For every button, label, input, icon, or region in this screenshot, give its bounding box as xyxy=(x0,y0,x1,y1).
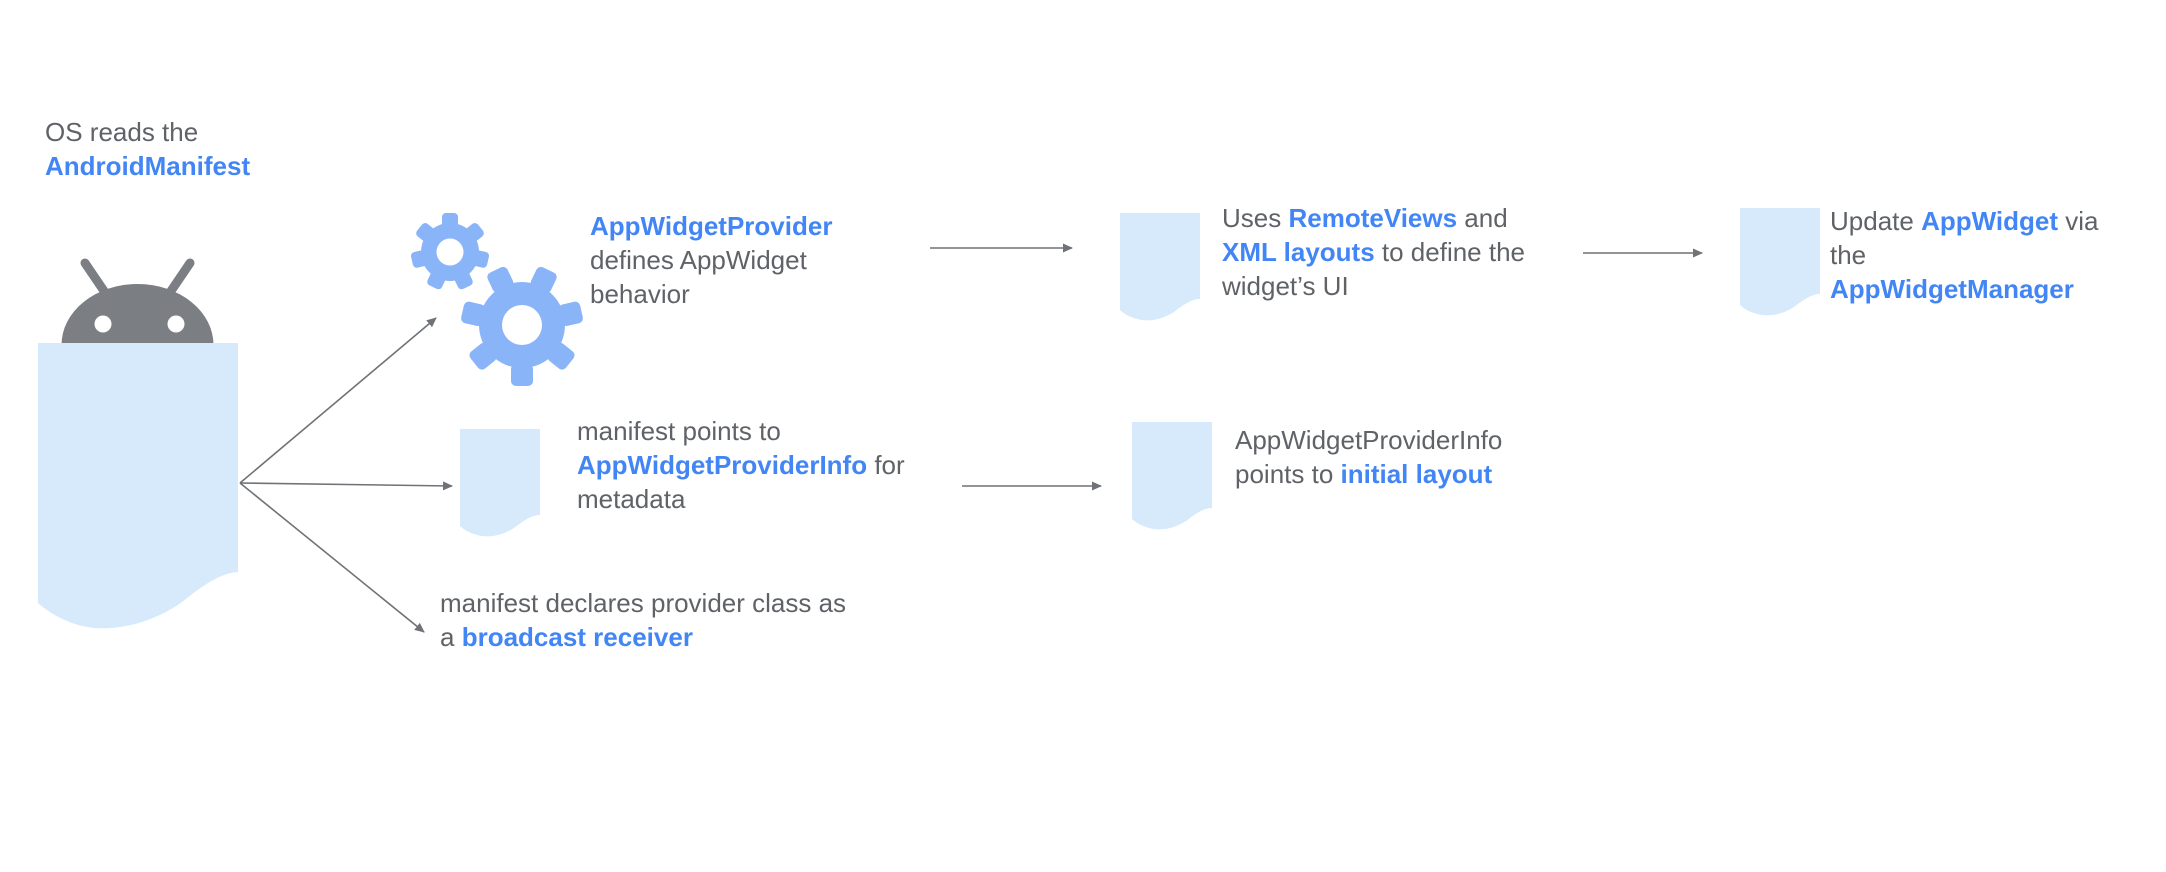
text-line: points to initial layout xyxy=(1235,457,1502,491)
text-line: AppWidgetProviderInfo xyxy=(1235,423,1502,457)
plain-text: a xyxy=(440,622,462,652)
robot-eye xyxy=(94,315,112,333)
text-line: widget’s UI xyxy=(1222,269,1525,303)
text-line: manifest declares provider class as xyxy=(440,586,846,620)
metadata-document-icon xyxy=(460,429,540,537)
gears-icon xyxy=(410,213,583,386)
plain-text: manifest points to xyxy=(577,416,781,446)
arrow-manifest-to-gears xyxy=(239,317,437,484)
initial-layout-document-icon xyxy=(1132,422,1212,530)
text-line: manifest points to xyxy=(577,414,905,448)
text-line: metadata xyxy=(577,482,905,516)
keyword-text: XML layouts xyxy=(1222,237,1375,267)
plain-text: Update xyxy=(1830,206,1922,236)
update-document-icon xyxy=(1740,208,1820,316)
manifest-document-icon xyxy=(38,343,238,629)
plain-text: Uses xyxy=(1222,203,1289,233)
plain-text: AppWidgetProviderInfo xyxy=(1235,425,1503,455)
text-line: AppWidgetProviderInfo for xyxy=(577,448,905,482)
text-line: Update AppWidget via xyxy=(1830,204,2099,238)
keyword-text: AppWidgetProviderInfo xyxy=(577,450,868,480)
gear-large xyxy=(461,266,583,386)
text-line: AndroidManifest xyxy=(45,149,250,183)
keyword-text: AppWidgetProvider xyxy=(590,211,833,241)
plain-text: manifest declares provider class as xyxy=(440,588,847,618)
keyword-text: RemoteViews xyxy=(1288,203,1458,233)
keyword-text: AppWidget xyxy=(1921,206,2059,236)
text-line: XML layouts to define the xyxy=(1222,235,1525,269)
text-line: defines AppWidget xyxy=(590,243,832,277)
flow-arrows xyxy=(239,243,1703,633)
plain-text: behavior xyxy=(590,279,690,309)
text-line: the xyxy=(1830,238,2099,272)
plain-text: metadata xyxy=(577,484,686,514)
plain-text: defines AppWidget xyxy=(590,245,807,275)
arrow-manifest-to-providerinfo xyxy=(239,481,453,491)
plain-text: via xyxy=(2058,206,2099,236)
plain-text: points to xyxy=(1235,459,1341,489)
keyword-text: initial layout xyxy=(1340,459,1493,489)
plain-text: the xyxy=(1830,240,1867,270)
plain-text: for xyxy=(867,450,905,480)
keyword-text: AndroidManifest xyxy=(45,151,251,181)
text-line: AppWidgetProvider xyxy=(590,209,832,243)
robot-eye xyxy=(167,315,185,333)
plain-text: and xyxy=(1457,203,1508,233)
text-line: a broadcast receiver xyxy=(440,620,846,654)
keyword-text: broadcast receiver xyxy=(461,622,693,652)
text-line: Uses RemoteViews and xyxy=(1222,201,1525,235)
text-line: OS reads the xyxy=(45,115,250,149)
gear-small xyxy=(410,213,490,290)
label-appwidgetprovider: AppWidgetProvider defines AppWidget behavi… xyxy=(590,209,832,311)
text-line: AppWidgetManager xyxy=(1830,272,2099,306)
plain-text: widget’s UI xyxy=(1222,271,1349,301)
plain-text: OS reads the xyxy=(45,117,199,147)
text-line: behavior xyxy=(590,277,832,311)
ui-document-icon xyxy=(1120,213,1200,321)
arrow-manifest-to-broadcast xyxy=(239,482,425,633)
keyword-text: AppWidgetManager xyxy=(1830,274,2074,304)
android-robot-icon xyxy=(61,258,214,345)
plain-text: to define the xyxy=(1374,237,1526,267)
